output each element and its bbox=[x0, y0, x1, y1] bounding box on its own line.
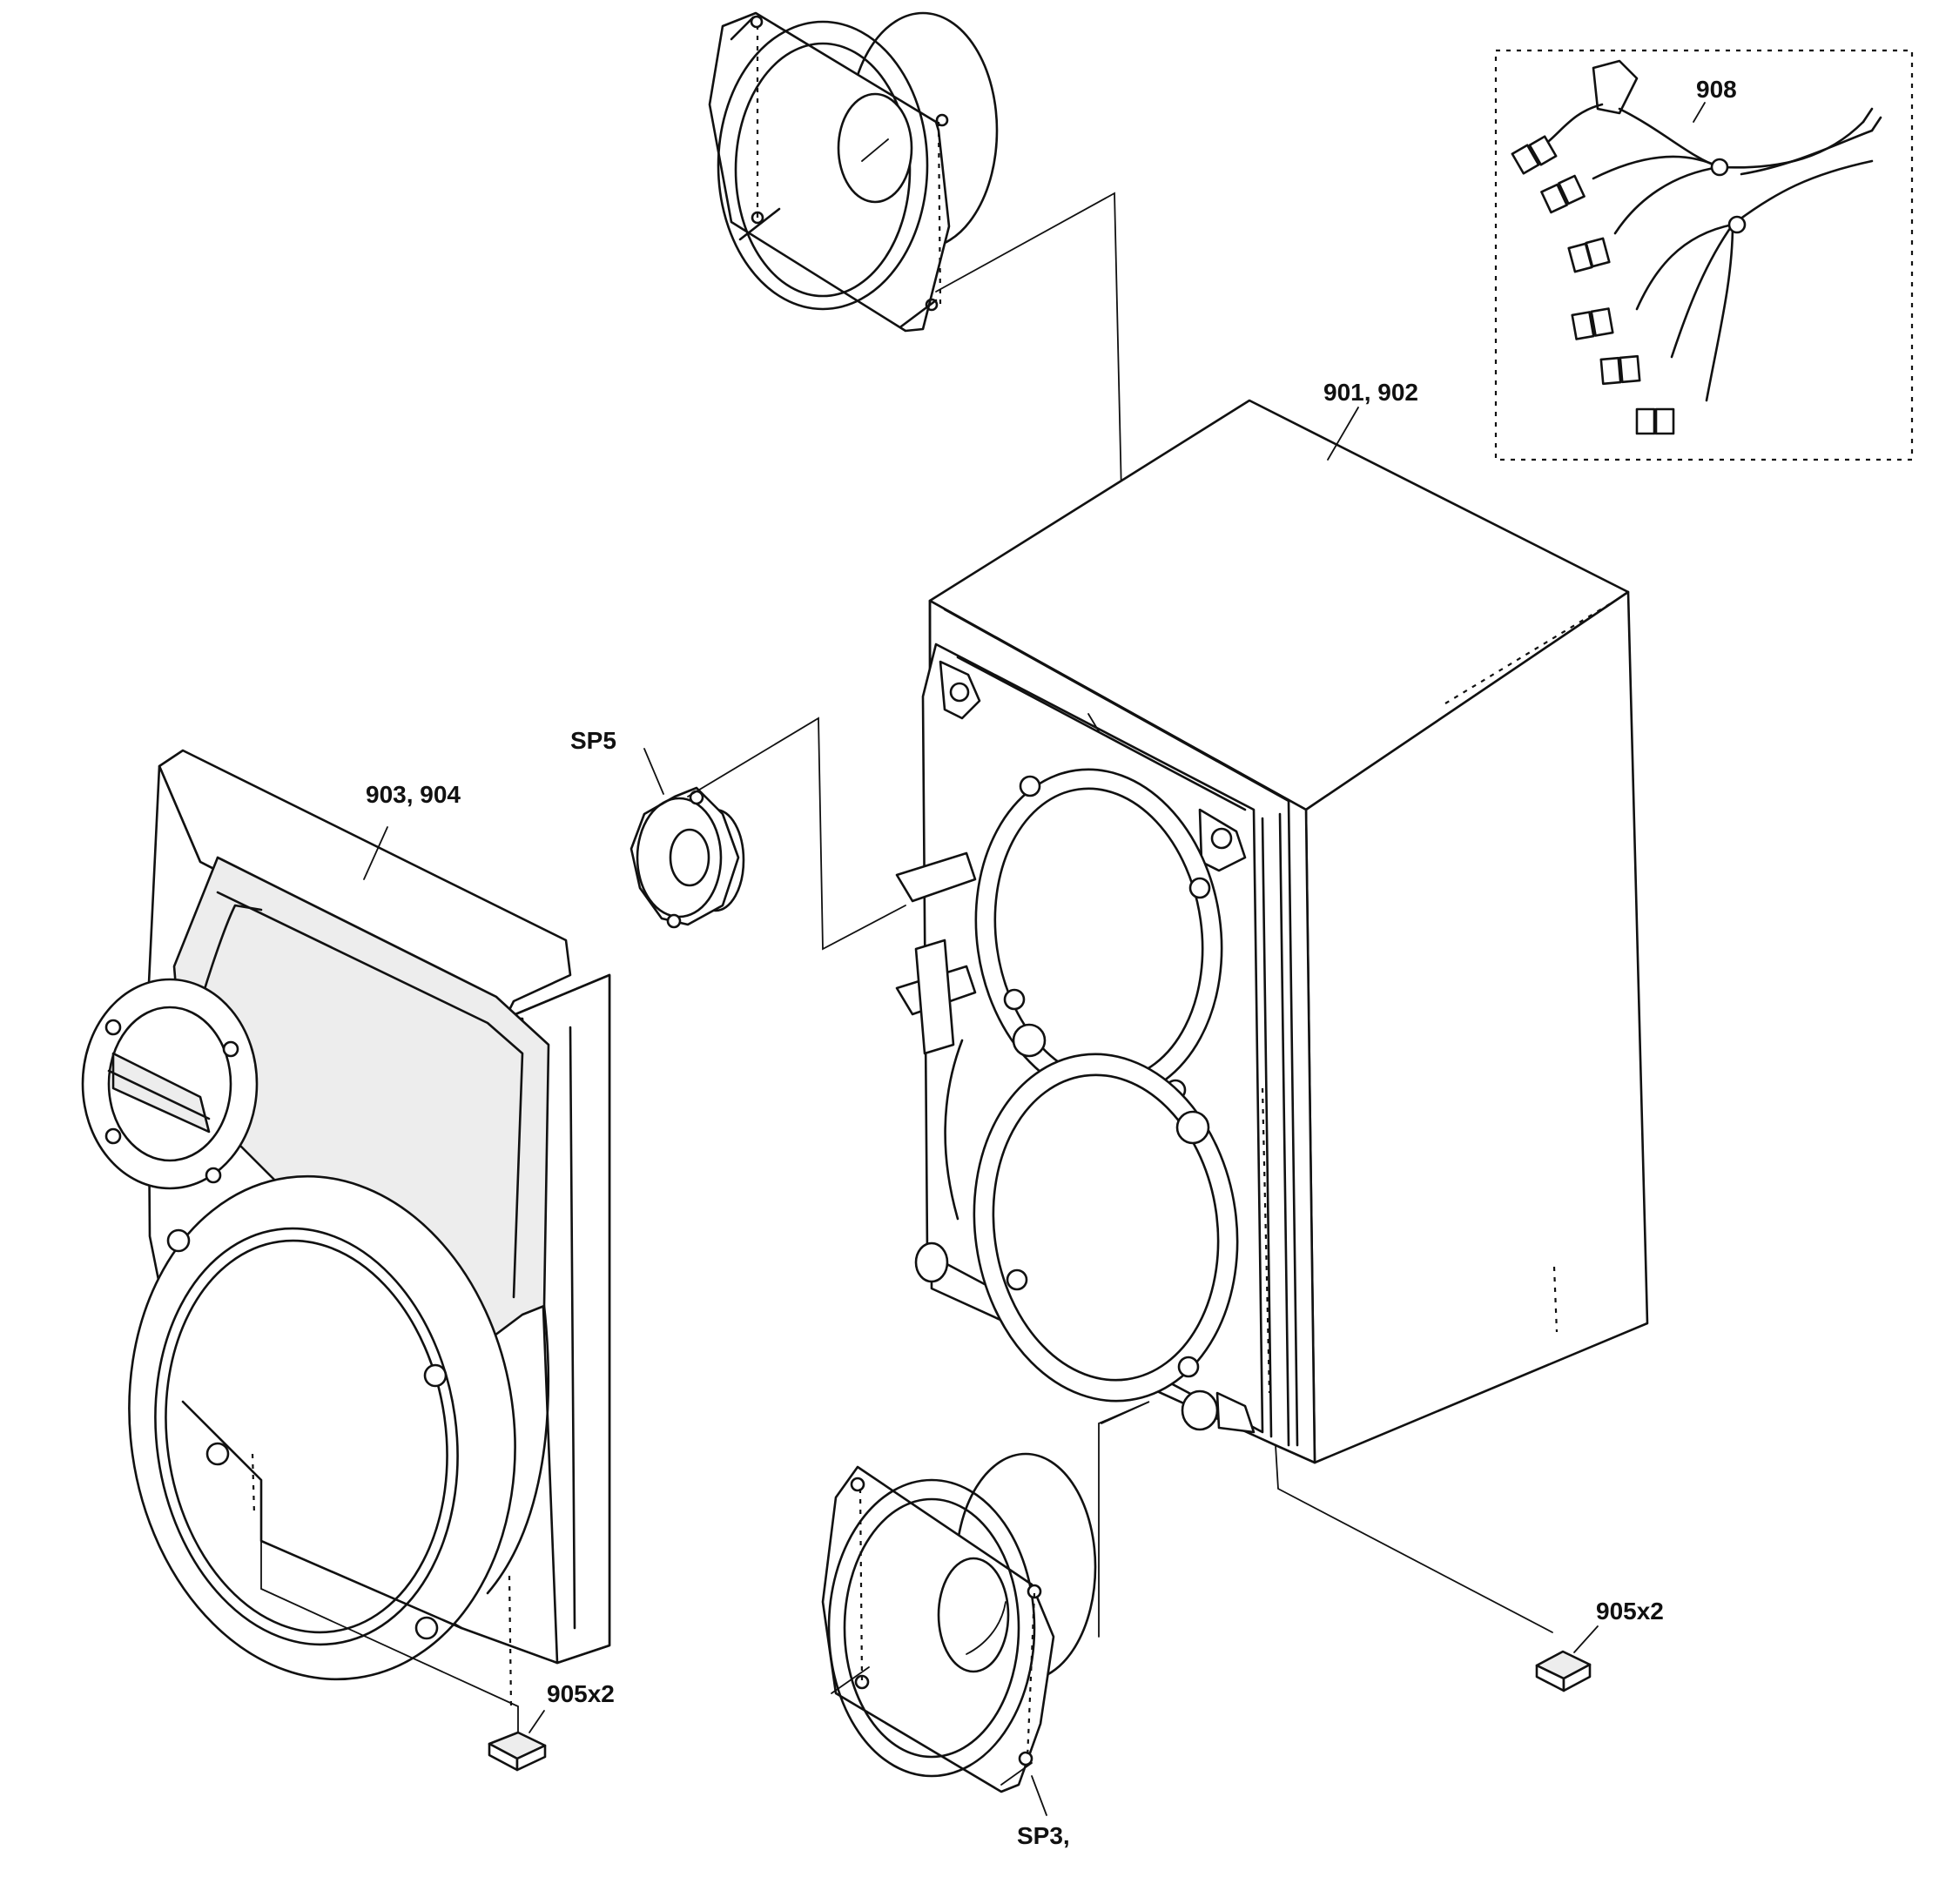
label-903-leader bbox=[363, 826, 388, 880]
right-base-leader bbox=[1275, 1444, 1553, 1633]
label-908: 908 bbox=[1696, 76, 1737, 103]
label-sp3-leader bbox=[1031, 1775, 1047, 1816]
label-903-904: 903, 904 bbox=[366, 781, 461, 808]
label-905-right: 905x2 bbox=[1596, 1598, 1664, 1625]
label-sp3: SP3, bbox=[1017, 1822, 1070, 1849]
label-905-right-leader bbox=[1573, 1625, 1599, 1653]
front-grille bbox=[81, 749, 611, 1707]
foot-pad-left bbox=[488, 1731, 547, 1772]
speaker-cabinet bbox=[895, 399, 1649, 1464]
harness-inset bbox=[1494, 49, 1914, 461]
label-905-left: 905x2 bbox=[547, 1680, 615, 1707]
top-speaker-driver bbox=[708, 11, 999, 333]
label-sp5-leader bbox=[643, 748, 664, 795]
tweeter-driver bbox=[630, 786, 745, 929]
bottom-speaker-leader-line bbox=[1098, 1401, 1150, 1638]
tweeter-leader-line bbox=[687, 717, 906, 951]
foot-pad-right bbox=[1535, 1650, 1592, 1692]
label-sp5: SP5 bbox=[570, 727, 616, 754]
label-905-left-leader bbox=[529, 1710, 545, 1733]
left-base-leader bbox=[260, 1540, 519, 1733]
label-901-902: 901, 902 bbox=[1323, 379, 1418, 406]
label-901-leader bbox=[1327, 407, 1359, 461]
bottom-speaker-driver bbox=[821, 1452, 1097, 1793]
